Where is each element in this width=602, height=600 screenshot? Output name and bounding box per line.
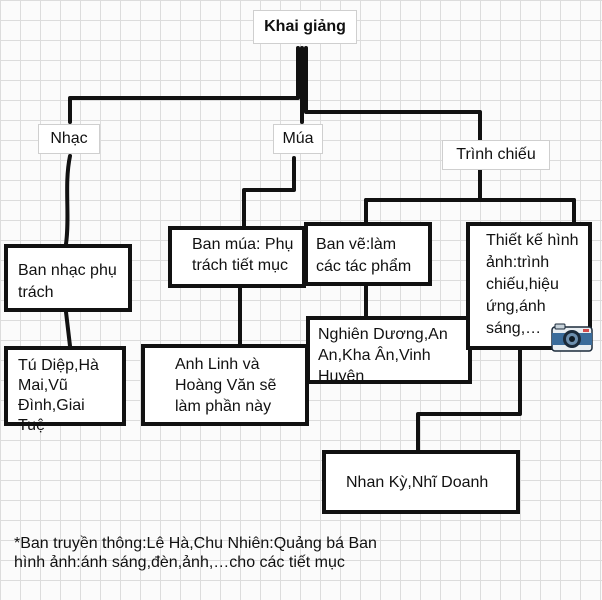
box-ban-nhac: Ban nhạc phụ trách <box>4 244 132 312</box>
box-ban-ve-members: Nghiên Dương,An An,Kha Ân,Vinh Huyên <box>306 316 472 384</box>
box-thiet-ke: Thiết kế hình ảnh:trình chiếu,hiệu ứng,á… <box>466 222 592 350</box>
camera-icon <box>551 323 593 352</box>
root-node: Khai giảng <box>253 10 357 44</box>
box-ban-ve: Ban vẽ:làm các tác phẩm <box>304 222 432 286</box>
box-ban-mua: Ban múa: Phụ trách tiết mục <box>168 226 306 288</box>
box-ban-mua-members: Anh Linh và Hoàng Văn sẽ làm phần này <box>141 344 309 426</box>
box-ban-nhac-members: Tú Diệp,Hà Mai,Vũ Đình,Giai Tuệ <box>4 346 126 434</box>
box-thiet-ke-members: Nhan Kỳ,Nhĩ Doanh <box>322 450 520 514</box>
category-mua: Múa <box>273 124 323 154</box>
category-nhac: Nhạc <box>38 124 100 154</box>
footer-note: *Ban truyền thông:Lê Hà,Chu Nhiên:Quảng … <box>14 535 377 571</box>
category-trinh-chieu: Trình chiếu <box>442 140 550 170</box>
